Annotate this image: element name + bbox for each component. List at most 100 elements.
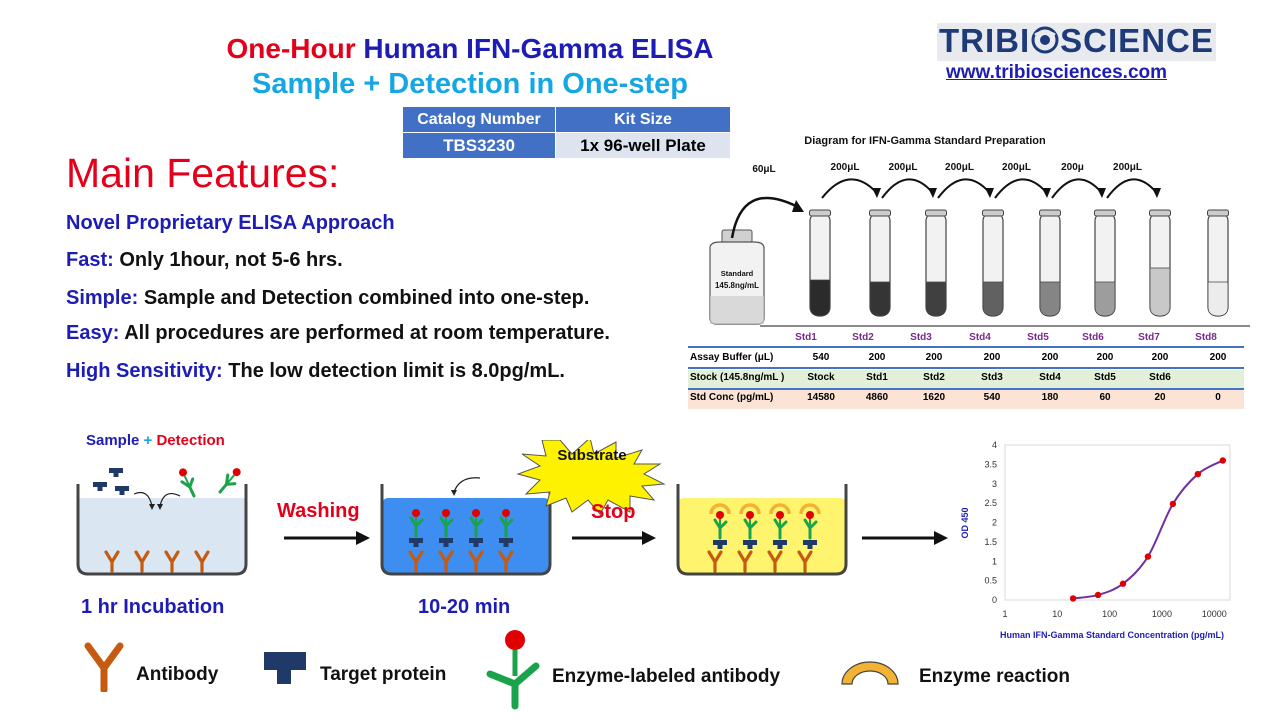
chart-y-tick-label: 3.5 bbox=[984, 459, 997, 469]
chart-data-point bbox=[1069, 595, 1077, 602]
cell: 540 bbox=[983, 392, 1001, 403]
standard-tube bbox=[1149, 209, 1171, 317]
page-title: One-Hour Human IFN-Gamma ELISA bbox=[0, 33, 940, 65]
transfer-volume-label: 200μL bbox=[945, 162, 974, 173]
cell: Std4 bbox=[1039, 372, 1061, 383]
cell: Std2 bbox=[923, 372, 945, 383]
title-one-hour: One-Hour bbox=[226, 33, 356, 64]
feature-text: Only 1hour, not 5-6 hrs. bbox=[119, 249, 343, 271]
chart-data-point bbox=[1219, 457, 1227, 464]
std-name: Std7 bbox=[1138, 332, 1160, 343]
enzyme-labeled-antibody-legend-icon bbox=[486, 630, 540, 710]
row-label: Stock (145.8ng/mL ) bbox=[690, 372, 785, 383]
logo-eye-icon bbox=[1031, 25, 1059, 61]
substrate-burst bbox=[516, 440, 666, 515]
bottle-label-line1: Standard bbox=[721, 269, 754, 278]
logo-text-right: SCIENCE bbox=[1060, 22, 1214, 59]
transfer-volume-label: 200μL bbox=[889, 162, 918, 173]
feature-text: Sample and Detection combined into one-s… bbox=[143, 287, 590, 309]
chart-data-point bbox=[1119, 580, 1127, 587]
standard-tube bbox=[1039, 209, 1061, 317]
catalog-number-value: TBS3230 bbox=[402, 132, 556, 159]
elisa-workflow-diagram: Substrate bbox=[76, 440, 948, 576]
std-name-row: Std1 Std2 Std3 Std4 Std5 Std6 Std7 Std8 bbox=[688, 330, 1244, 349]
chart-y-tick-label: 2.5 bbox=[984, 498, 997, 508]
washing-label: Washing bbox=[277, 500, 360, 522]
cell: Std6 bbox=[1149, 372, 1171, 383]
transfer-volume-label: 200μL bbox=[831, 162, 860, 173]
transfer-arrow: 200μL bbox=[994, 162, 1051, 199]
transfer-volume-label: 200μL bbox=[1113, 162, 1142, 173]
cell: 200 bbox=[1041, 352, 1059, 363]
std-name: Std4 bbox=[969, 332, 991, 343]
well-stop bbox=[676, 484, 848, 576]
dilution-diagram-title: Diagram for IFN-Gamma Standard Preparati… bbox=[804, 135, 1046, 147]
cell: 60 bbox=[1099, 392, 1111, 403]
catalog-header-size: Kit Size bbox=[555, 106, 731, 133]
transfer-arrow: 200μL bbox=[821, 162, 881, 199]
antibody-legend-icon bbox=[84, 642, 124, 692]
stock-bottle: Standard 145.8ng/mL bbox=[709, 229, 765, 325]
website-link[interactable]: www.tribiosciences.com bbox=[946, 62, 1168, 83]
standard-curve-line bbox=[1072, 459, 1224, 600]
stop-label: Stop bbox=[591, 501, 636, 523]
chart-y-axis-label: OD 450 bbox=[960, 507, 970, 538]
chart-plot-area bbox=[1004, 444, 1231, 601]
std-name: Std1 bbox=[795, 332, 817, 343]
chart-y-tick-label: 1.5 bbox=[984, 537, 997, 547]
chart-y-tick-label: 0.5 bbox=[984, 576, 997, 586]
std-name: Std2 bbox=[852, 332, 874, 343]
title-product: Human IFN-Gamma ELISA bbox=[363, 33, 714, 64]
chart-data-point bbox=[1169, 500, 1177, 508]
chart-x-tick-label: 10 bbox=[1052, 609, 1062, 619]
brand-logo: TRIBI SCIENCE bbox=[937, 22, 1216, 62]
cell: 200 bbox=[983, 352, 1001, 363]
transfer-arrow: 200μL bbox=[1106, 162, 1161, 199]
well-incubation bbox=[76, 468, 248, 576]
feature-item: Simple: Sample and Detection combined in… bbox=[66, 287, 589, 310]
plus-sign: + bbox=[143, 432, 153, 449]
cell: 4860 bbox=[865, 392, 889, 403]
incubation-time-label: 1 hr Incubation bbox=[81, 596, 225, 618]
chart-data-point bbox=[1094, 591, 1102, 599]
transfer-volume-label: 200μL bbox=[1002, 162, 1031, 173]
standard-tube bbox=[1207, 209, 1229, 317]
sample-label: Sample bbox=[86, 432, 140, 449]
chart-y-tick-label: 0 bbox=[992, 595, 997, 605]
page-subtitle: Sample + Detection in One-step bbox=[252, 68, 688, 100]
features-heading: Main Features: bbox=[66, 150, 340, 196]
chart-x-tick-label: 10000 bbox=[1202, 609, 1227, 619]
chart-y-tick-label: 4 bbox=[992, 440, 997, 450]
first-transfer-label: 60μL bbox=[752, 164, 775, 175]
feature-item: Easy: All procedures are performed at ro… bbox=[66, 322, 610, 345]
chart-y-tick-label: 2 bbox=[992, 518, 997, 528]
stock-row: Stock (145.8ng/mL ) Stock Std1 Std2 Std3… bbox=[688, 370, 1244, 389]
detection-label: Detection bbox=[156, 432, 225, 449]
cell: 540 bbox=[812, 352, 830, 363]
bottle-label-line2: 145.8ng/mL bbox=[715, 281, 759, 290]
target-protein-legend-icon bbox=[264, 652, 306, 684]
sample-detection-label: Sample + Detection bbox=[86, 432, 225, 449]
row-label: Assay Buffer (μL) bbox=[690, 352, 774, 363]
feature-key: Fast: bbox=[66, 249, 114, 271]
chart-data-point bbox=[1194, 470, 1202, 478]
row-label: Std Conc (pg/mL) bbox=[690, 392, 774, 403]
chart-x-axis-label: Human IFN-Gamma Standard Concentration (… bbox=[1000, 630, 1224, 640]
standard-tube bbox=[869, 209, 891, 317]
table-divider bbox=[688, 346, 1244, 348]
std-name: Std5 bbox=[1027, 332, 1049, 343]
cell: 180 bbox=[1041, 392, 1059, 403]
std-conc-row: Std Conc (pg/mL) 14580 4860 1620 540 180… bbox=[688, 390, 1244, 409]
chart-y-tick-label: 1 bbox=[992, 556, 997, 566]
legend-enzyme-reaction: Enzyme reaction bbox=[919, 666, 1070, 687]
logo-text-left: TRIBI bbox=[939, 22, 1031, 59]
standard-tube bbox=[809, 209, 831, 317]
assay-buffer-row: Assay Buffer (μL) 540 200 200 200 200 20… bbox=[688, 350, 1244, 369]
cell: Std3 bbox=[981, 372, 1003, 383]
cell: 14580 bbox=[807, 392, 835, 403]
std-name: Std3 bbox=[910, 332, 932, 343]
legend-antibody: Antibody bbox=[136, 664, 219, 685]
cell: 200 bbox=[1096, 352, 1114, 363]
